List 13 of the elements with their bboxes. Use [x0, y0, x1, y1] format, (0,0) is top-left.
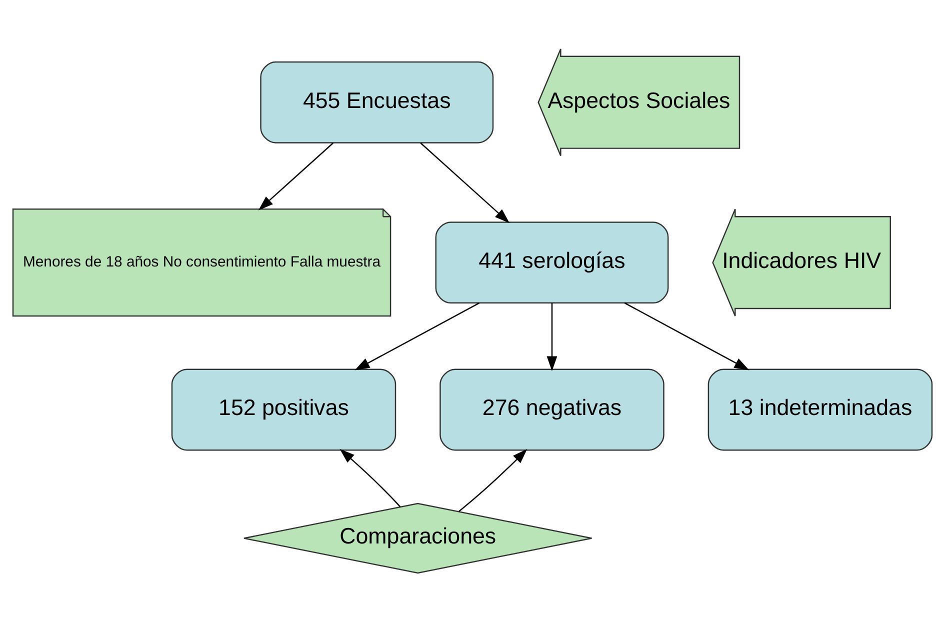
node-box: 152 positivas	[171, 368, 396, 451]
arrow	[624, 302, 750, 370]
node-box: 441 serologías	[435, 222, 669, 304]
arrow	[340, 448, 401, 508]
arrow	[420, 142, 510, 224]
arrow	[458, 448, 528, 512]
arrow	[354, 302, 480, 370]
node-box: 455 Encuestas	[260, 61, 494, 144]
arrow	[258, 142, 334, 210]
node-box: 276 negativas	[440, 368, 664, 451]
arrow	[546, 302, 558, 372]
node-box: 13 indeterminadas	[708, 368, 933, 451]
node-diamond: Comparaciones	[243, 502, 592, 574]
